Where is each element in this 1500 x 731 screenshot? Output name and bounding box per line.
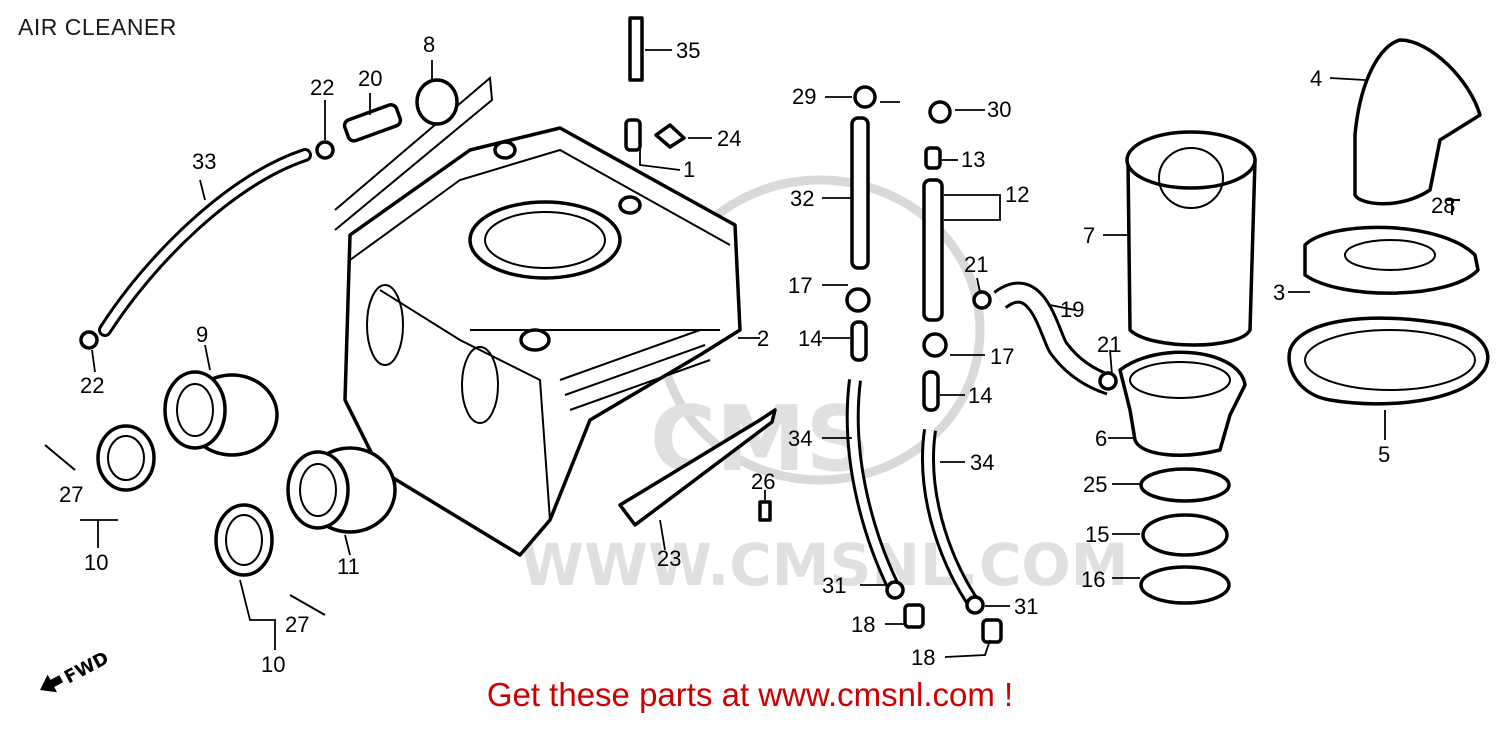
callout-24: 24 — [717, 126, 741, 151]
tube-33 — [98, 148, 312, 337]
callout-8: 8 — [423, 32, 435, 57]
collar-1 — [624, 118, 642, 152]
callout-9: 9 — [196, 322, 208, 347]
callout-12: 12 — [1005, 182, 1029, 207]
clip-17a — [845, 287, 871, 313]
clip-30 — [928, 100, 952, 124]
callout-10a: 10 — [84, 550, 108, 575]
page-title: AIR CLEANER — [18, 14, 177, 40]
air-cleaner-element-7 — [1125, 130, 1257, 347]
joint-11 — [286, 446, 397, 534]
plate-15 — [1141, 513, 1229, 557]
watermark-url: WWW.CMSNL.COM — [520, 531, 1128, 599]
bracket-23 — [618, 408, 777, 527]
element-holder-6 — [1118, 350, 1247, 457]
band-10-upper — [96, 424, 156, 492]
callout-31a: 31 — [822, 573, 846, 598]
callout-22b: 22 — [80, 373, 104, 398]
callout-15: 15 — [1085, 522, 1109, 547]
o-ring-25 — [1139, 467, 1231, 503]
callout-34b: 34 — [970, 450, 994, 475]
callout-1: 1 — [683, 157, 695, 182]
screw-26 — [758, 500, 772, 522]
callout-30: 30 — [987, 97, 1011, 122]
clip-21a — [972, 290, 992, 310]
joint-14a — [850, 320, 868, 362]
callout-11: 11 — [337, 554, 360, 579]
clip-21b — [1098, 371, 1118, 391]
callout-5: 5 — [1378, 442, 1390, 467]
air-cleaner-case — [334, 75, 742, 557]
callout-25: 25 — [1083, 472, 1107, 497]
callout-35: 35 — [676, 38, 700, 63]
callout-26: 26 — [751, 469, 775, 494]
callout-14a: 14 — [798, 326, 822, 351]
callout-3: 3 — [1273, 280, 1285, 305]
grommet-8 — [415, 78, 459, 126]
screw-27b — [289, 594, 326, 616]
cap-13 — [924, 146, 942, 170]
joint-20 — [342, 103, 403, 143]
callout-27b: 27 — [285, 612, 309, 637]
promo-banner[interactable]: Get these parts at www.cmsnl.com ! — [486, 676, 1014, 713]
band-10-lower — [214, 503, 274, 577]
callout-14b: 14 — [968, 383, 992, 408]
callout-7: 7 — [1083, 223, 1095, 248]
clip-29 — [853, 85, 877, 109]
bolt-35 — [628, 16, 644, 82]
cover-3 — [1303, 225, 1480, 295]
callout-4: 4 — [1310, 66, 1322, 91]
joint-14b — [922, 370, 940, 412]
clip-22a — [315, 140, 335, 160]
screw-27a — [44, 444, 76, 471]
callout-21a: 21 — [964, 252, 988, 277]
leader-lines — [80, 49, 1386, 658]
joint-9 — [163, 370, 279, 457]
callout-27a: 27 — [59, 482, 83, 507]
clip-31b — [965, 595, 985, 615]
callout-6: 6 — [1095, 426, 1107, 451]
callout-20: 20 — [358, 66, 382, 91]
callout-10b: 10 — [261, 652, 285, 677]
callout-21b: 21 — [1097, 332, 1121, 357]
callout-18b: 18 — [911, 645, 935, 670]
tube-12 — [922, 178, 944, 322]
gasket-5 — [1287, 316, 1490, 406]
plug-18b — [981, 618, 1003, 644]
callout-34a: 34 — [788, 426, 812, 451]
tube-32 — [850, 116, 870, 270]
clip-17b — [922, 332, 948, 358]
callout-labels: 1 2 3 4 5 6 7 8 9 10 10 11 12 13 14 14 1… — [59, 32, 1455, 677]
callout-33: 33 — [192, 149, 216, 174]
callout-17a: 17 — [788, 273, 812, 298]
duct-4 — [1353, 38, 1482, 206]
callout-17b: 17 — [990, 344, 1014, 369]
callout-16: 16 — [1081, 567, 1105, 592]
callout-31b: 31 — [1014, 594, 1038, 619]
callout-23: 23 — [657, 546, 681, 571]
callout-18a: 18 — [851, 612, 875, 637]
callout-22a: 22 — [310, 75, 334, 100]
cap-16 — [1139, 565, 1231, 605]
callout-29: 29 — [792, 84, 816, 109]
callout-2: 2 — [757, 326, 769, 351]
callout-28: 28 — [1431, 193, 1455, 218]
screw-28 — [1445, 199, 1460, 215]
callout-19: 19 — [1060, 297, 1084, 322]
nut-24 — [654, 123, 686, 149]
callout-32: 32 — [790, 186, 814, 211]
clip-22b — [79, 330, 99, 350]
plug-18a — [903, 603, 925, 629]
callout-13: 13 — [961, 147, 985, 172]
clip-31a — [885, 580, 905, 600]
